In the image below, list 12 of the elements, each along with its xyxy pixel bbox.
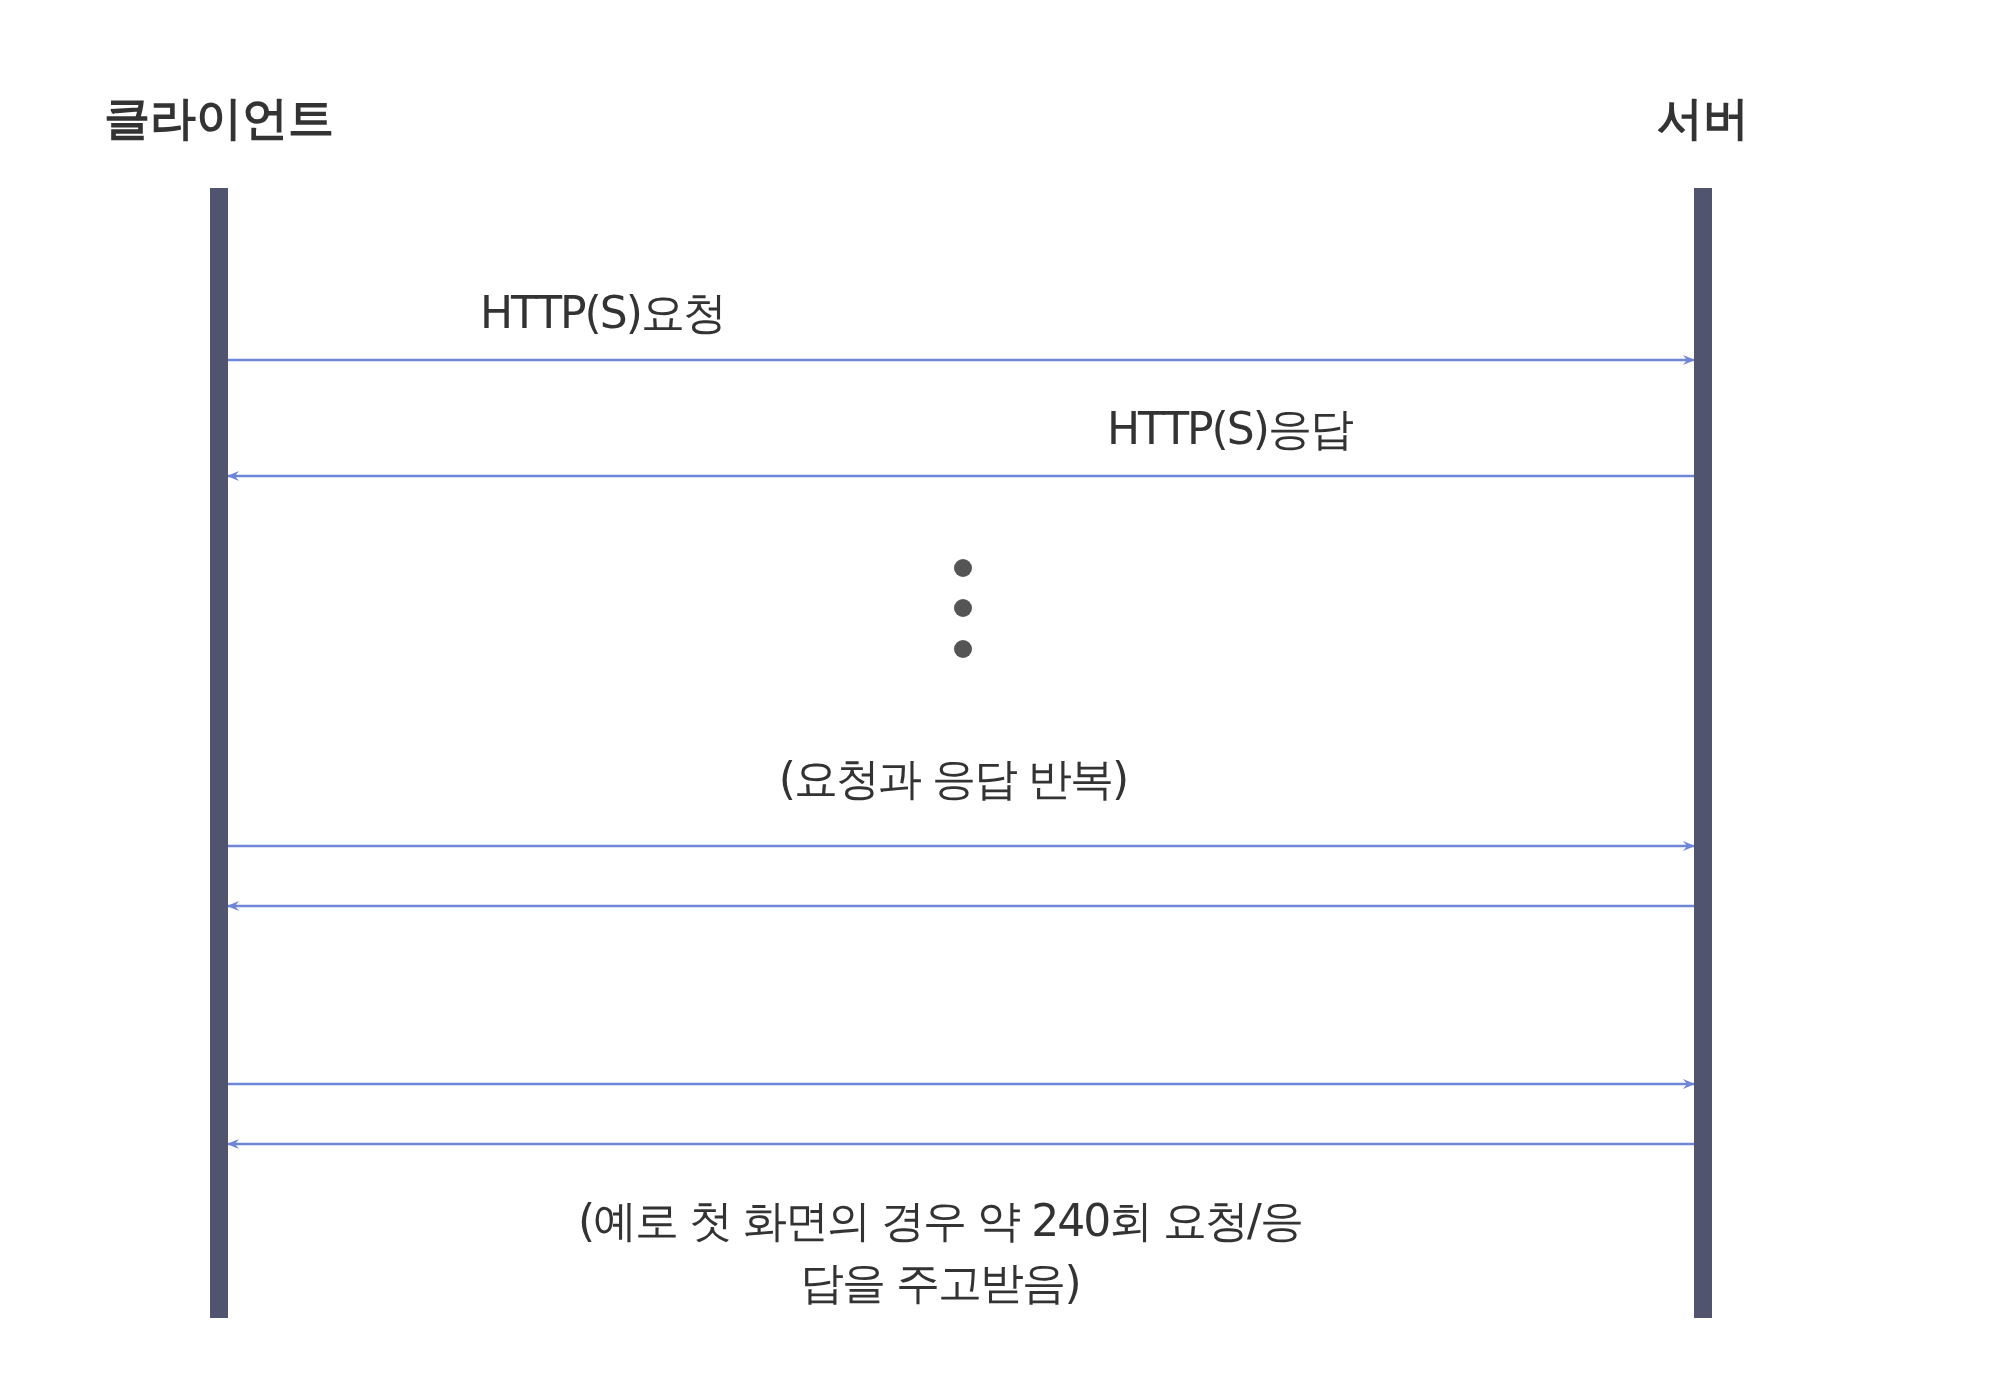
arrow [227, 901, 1694, 911]
lifeline-heading: 클라이언트 [103, 90, 335, 147]
arrow [227, 1139, 1694, 1149]
arrow [227, 471, 1694, 481]
caption-note: (예로 첫 화면의 경우 약 240회 요청/응답을 주고받음) [577, 1194, 1303, 1310]
note-text: (요청과 응답 반복) [777, 752, 1129, 806]
arrow [228, 355, 1695, 365]
arrow [228, 1079, 1695, 1089]
edge-label: HTTP(S)응답 [1107, 402, 1352, 456]
lifeline-heading: 서버 [1656, 90, 1750, 147]
arrow [228, 841, 1695, 851]
edge-label: HTTP(S)요청 [480, 286, 725, 340]
